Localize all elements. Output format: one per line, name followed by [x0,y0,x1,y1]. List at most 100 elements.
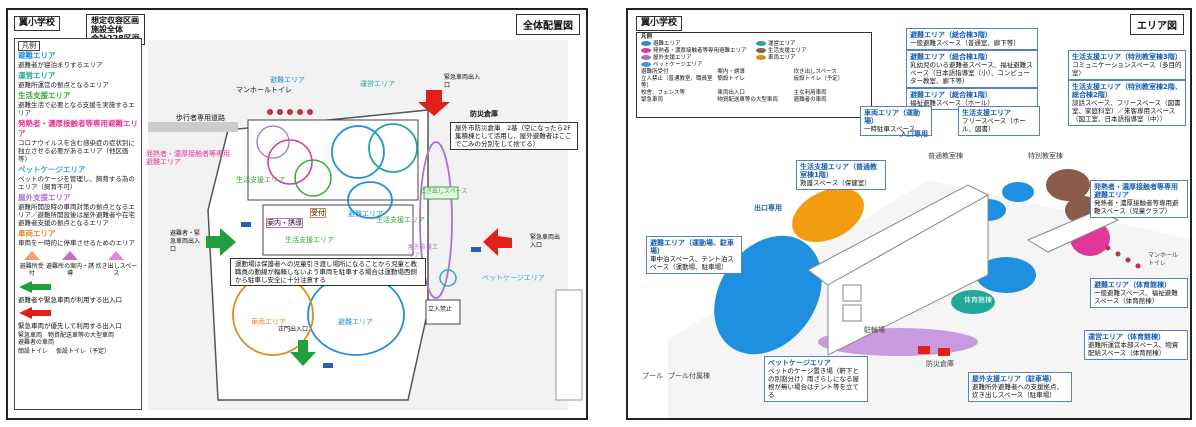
pedestrian-road [148,122,238,132]
callout-title: 屋外支援エリア（駐車場） [972,375,1056,383]
car-icon [471,247,481,252]
area-callout: 避難エリア（体育館棟）一般避難スペース、福祉避難スペース（体育館棟） [1090,278,1188,308]
car-icon [241,222,251,227]
callout-body: 避難所外避難者への支援拠点、炊き出しスペース（駐車場） [972,383,1063,399]
legend-item-name: ペットケージエリア [653,62,703,68]
pet-label: ペットケージエリア [482,274,545,282]
area-callout: 避難エリア（総合棟3階）一般避難スペース（普通室、廊下等） [906,28,1038,50]
callout-body: 談話スペース、フリースペース（図書室、家庭科室）／来客専用スペース（図工室、日本… [1072,99,1181,123]
legend-item-name: 運営エリア [18,71,56,80]
stockpile-marker [938,348,950,356]
legend-item-name: 避難エリア [653,41,681,47]
pool-building-label: プール付属棟 [668,372,710,380]
vehicle-area-label: 車両エリア [251,318,286,326]
legend-item-name: 屋外支援エリア [653,55,692,61]
legend-extra-item: 避難所受付 [641,69,669,75]
callout-title: 避難エリア（体育館棟） [1094,281,1171,289]
callout-title: 避難エリア（総合棟1階） [910,91,992,99]
legend-item-name: 生活支援エリア [18,91,71,100]
special-building-label: 特別教室棟 [1028,152,1063,160]
legend-extra-item: 校舎、フェンス等 [641,90,685,96]
tent-item: 避難所受付 [18,249,45,277]
area-callout: 生活支援エリア（特別教室棟2階、総合棟2階）談話スペース、フリースペース（図書室… [1068,80,1186,126]
life-label-2: 生活支援エリア [376,216,425,224]
legend-extra-item: 主な利用車両 [793,90,827,96]
callout-body: 一般避難スペース（普通室、廊下等） [910,39,1020,47]
life-support-circle [294,159,332,197]
evac-area-circle-1 [331,125,385,179]
cooking-label: 炊き出しスペース [420,188,468,195]
bike-label: 駐輪場 [864,326,885,334]
general-building-label: 普通教室棟 [928,152,963,160]
area-callout: 生活支援エリア（普通教室棟1階）救護スペース（保健室） [796,160,886,190]
stock-label: 防災倉庫 [926,360,954,368]
main-gate-arrow-left [206,228,236,256]
ops-area-gym [951,290,995,314]
callout-title: 避難エリア（運動場、駐車場） [650,239,734,255]
map-title: 全体配置図 [516,14,580,35]
legend-extra-item: 案内・誘導 [717,69,745,75]
gym-building [262,204,414,256]
evac-area-circle-2 [347,181,393,219]
legend-item-name: 車両エリア [18,229,56,238]
ops-area-circle [368,123,418,173]
legend-item: 避難エリア [641,41,752,48]
callout-title: 生活支援エリア [962,109,1011,117]
legend-swatch [641,55,651,60]
car-icon [323,363,333,368]
tent-item: 炊き出しスペース [95,249,138,277]
site-plan-drawing [148,40,583,410]
evac-area-bld-2 [1002,182,1034,202]
legend-item-desc: 避難所開設時の車両対策の拠点となるエリア／避難所開設後は屋外避難者や在宅避難者支… [18,203,135,227]
tent-legend: 避難所受付 避難所の案内・誘導 炊き出しスペース [18,249,138,277]
legend-list: 避難エリア運営エリア発熱者・濃厚接触者等専用避難エリア生活支援エリア屋外支援エリ… [641,41,867,69]
legend-title: 凡例 [18,41,40,51]
gate-label-south: 正門出入口 [278,326,309,333]
emergency-gate-arrow-top [418,90,450,116]
green-arrow-legend: 避難者や緊急車両が利用する出入口 [18,280,138,304]
callout-body: 救護スペース（保健室） [800,179,871,187]
stockpile-note: 屋外市防災倉庫 2基（空になったら2F集積棟として活用し、屋外避難者はここでごみ… [450,122,578,150]
area-callout: 生活支援エリア（特別教室棟3階）コミュニケーションスペース（多目的室） [1068,50,1186,80]
no-entry-label: 立入禁止 [428,306,453,313]
map-legend: 凡例 避難エリア避難者が寝泊まりするエリア運営エリア避難所運営の拠点となるエリア… [14,38,142,410]
area-callout: 発熱者・濃厚接触者等専用避難エリア発熱者・濃厚接触者等専用避難スペース（児童クラ… [1090,180,1188,218]
gym-label: 体育館棟 [964,296,992,304]
evac-label-mid: 避難エリア [348,210,383,218]
legend-item-name: 車両エリア [768,55,796,61]
legend-item: 車両エリア [756,55,867,62]
evac-label-bottom: 避難エリア [338,318,373,326]
legend-swatch [641,41,651,46]
callout-title: 発熱者・濃厚接触者等専用避難エリア [1094,183,1178,199]
no-entry-box [425,299,461,325]
manhole-toilet-dots [1105,245,1141,269]
legend-item-name: 屋外支援エリア [18,193,71,202]
legend-item-desc: コロナウイルスを含む感染症の症状別に独立させる必要があるエリア（他区画等） [18,139,135,163]
evac-label-top: 避難エリア [270,76,305,84]
desk-label: 受付 [310,208,326,218]
legend-item-desc: 避難生活で必要となる支援を実施するエリア [18,101,135,117]
gate-label-west: 避難者・緊急車両出入口 [170,230,201,253]
vehicle-legend: 緊急車両 物資配送車等の大型車両 [18,332,115,339]
ops-label: 運営エリア [360,80,395,88]
outdoor-label: 屋外支援エリア [408,244,439,259]
legend-item-name: 発熱者・濃厚接触者等専用避難エリア [18,119,138,138]
playground-notice: 運動場は保護者への児童引き渡し場所になることから児童と教職員の動線が輻輳しないよ… [230,258,426,286]
pet-area-circle [439,269,457,287]
road-label: 歩行者専用道路 [176,114,225,122]
legend-swatch [641,62,651,67]
callout-body: 一時駐車スペース [864,125,916,133]
callout-title: 車両エリア（運動場） [864,109,920,125]
overall-layout-map-panel: 翼小学校 想定収容区画 施設全体 合計228区画 全体配置図 凡例 避難エリア避… [6,8,588,420]
legend-swatch [756,48,766,53]
legend-extra-item: 避難者の車両 [793,97,827,103]
legend-swatch [641,48,651,53]
vehicle-area [792,187,864,243]
stockpile-label: 防災倉庫 [470,110,498,118]
legend-item-name: 発熱者・濃厚接触者等専用避難エリア [653,48,747,54]
cooking-space-box [423,186,459,200]
pool-label: プール [642,372,663,380]
entry-label: 入口専用 [900,130,928,138]
life-label: 生活支援エリア [236,176,285,184]
fever-label: 発熱者・濃厚接触者等専用避難エリア [146,150,230,166]
